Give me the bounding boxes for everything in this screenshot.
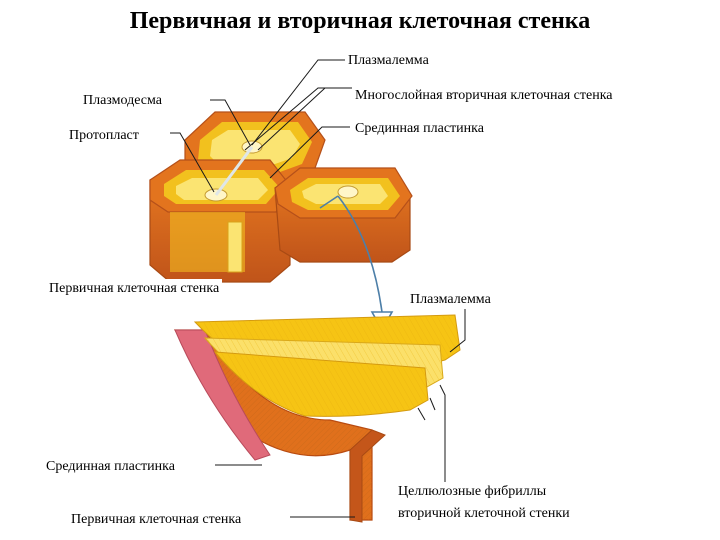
label-primary-wall-top: Первичная клеточная стенка — [46, 279, 222, 298]
cell-left — [150, 160, 292, 282]
label-fibrils-line2: вторичной клеточной стенки — [395, 504, 573, 523]
label-middle-lamella-top: Срединная пластинка — [352, 119, 487, 138]
label-fibrils-line1: Целлюлозные фибриллы — [395, 482, 549, 501]
label-secondary-wall: Многослойная вторичная клеточная стенка — [352, 86, 616, 105]
protoplast-nucleus-right — [338, 186, 358, 198]
label-plasmodesma: Плазмодесма — [80, 91, 165, 110]
label-middle-lamella-bottom: Срединная пластинка — [43, 457, 178, 476]
label-primary-wall-bottom: Первичная клеточная стенка — [68, 510, 244, 529]
label-plasmalemma-top: Плазмалемма — [345, 51, 432, 70]
label-plasmalemma-bottom: Плазмалемма — [407, 290, 494, 309]
cell-right — [275, 168, 412, 262]
label-protoplast: Протопласт — [66, 126, 142, 145]
